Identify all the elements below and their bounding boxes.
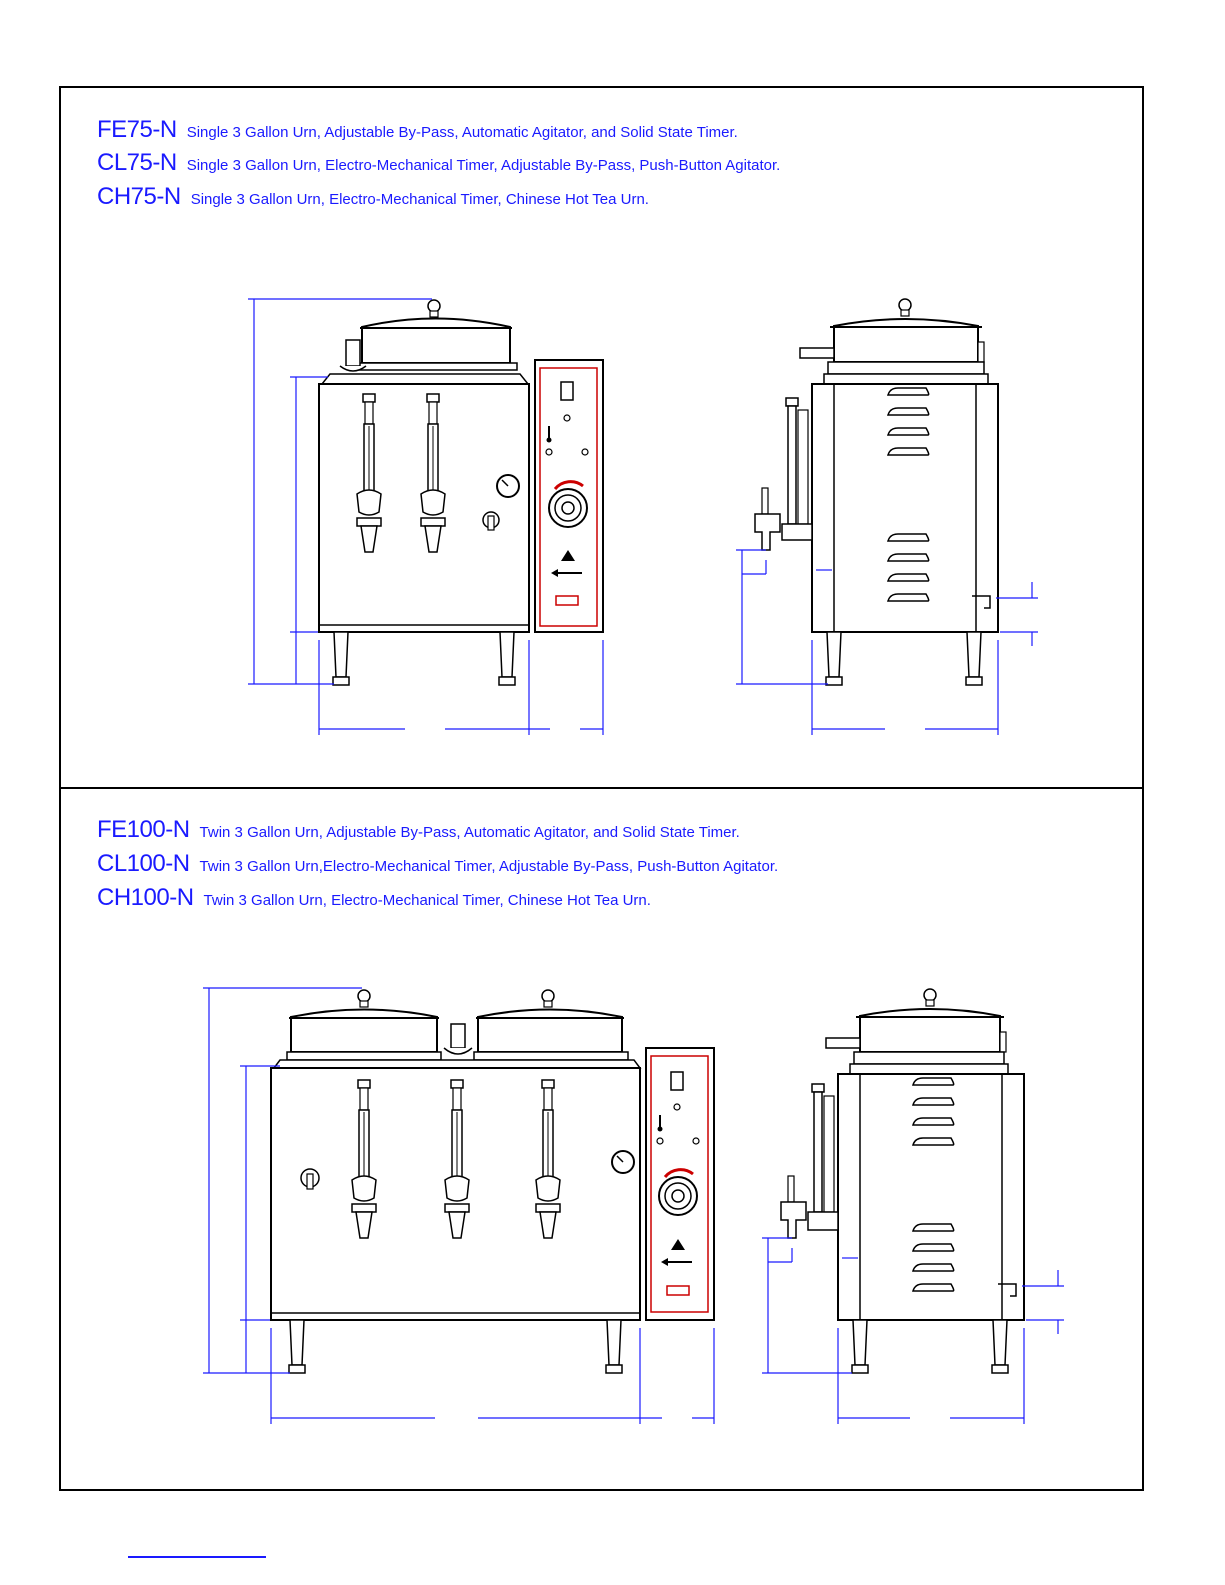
front-view-single-urn <box>248 298 604 735</box>
model-code: CL75-N <box>97 149 177 176</box>
dimension-lines <box>736 549 1038 735</box>
dimension-lines <box>203 987 715 1424</box>
section-divider <box>59 787 1144 789</box>
model-heading-cl75: CL75-N Single 3 Gallon Urn, Electro-Mecha… <box>97 149 780 177</box>
model-heading-fe75: FE75-N Single 3 Gallon Urn, Adjustable By… <box>97 116 738 144</box>
side-view-single-urn <box>736 298 1038 735</box>
model-description: Single 3 Gallon Urn, Adjustable By-Pass,… <box>186 124 738 141</box>
footer-link-underline[interactable] <box>128 1556 266 1558</box>
model-heading-ch100: CH100-N Twin 3 Gallon Urn, Electro-Mechan… <box>97 884 651 912</box>
side-view-twin-urn <box>762 988 1064 1424</box>
dimension-lines <box>762 1237 1064 1424</box>
arrow-left-icon <box>551 569 582 577</box>
arrow-up-icon <box>561 550 575 561</box>
model-code: CH75-N <box>97 183 181 210</box>
thermometer-icon <box>546 426 552 443</box>
brand-logo <box>666 1285 690 1296</box>
model-description: Twin 3 Gallon Urn, Adjustable By-Pass, A… <box>199 824 740 841</box>
model-description: Twin 3 Gallon Urn, Electro-Mechanical Ti… <box>203 892 651 909</box>
model-description: Twin 3 Gallon Urn,Electro-Mechanical Tim… <box>199 858 779 875</box>
model-code: FE75-N <box>97 116 177 143</box>
arrow-up-icon <box>671 1239 685 1250</box>
model-description: Single 3 Gallon Urn, Electro-Mechanical … <box>190 191 649 208</box>
dimension-lines <box>248 298 604 735</box>
model-code: CH100-N <box>97 884 194 911</box>
model-description: Single 3 Gallon Urn, Electro-Mechanical … <box>186 157 781 174</box>
arrow-left-icon <box>661 1258 692 1266</box>
thermometer-icon <box>657 1115 663 1132</box>
model-heading-fe100: FE100-N Twin 3 Gallon Urn, Adjustable By-… <box>97 816 740 844</box>
model-code: CL100-N <box>97 850 190 877</box>
front-view-twin-urn <box>203 987 715 1424</box>
model-heading-cl100: CL100-N Twin 3 Gallon Urn,Electro-Mechani… <box>97 850 778 878</box>
model-code: FE100-N <box>97 816 190 843</box>
model-heading-ch75: CH75-N Single 3 Gallon Urn, Electro-Mecha… <box>97 183 649 211</box>
brand-logo <box>555 595 579 606</box>
